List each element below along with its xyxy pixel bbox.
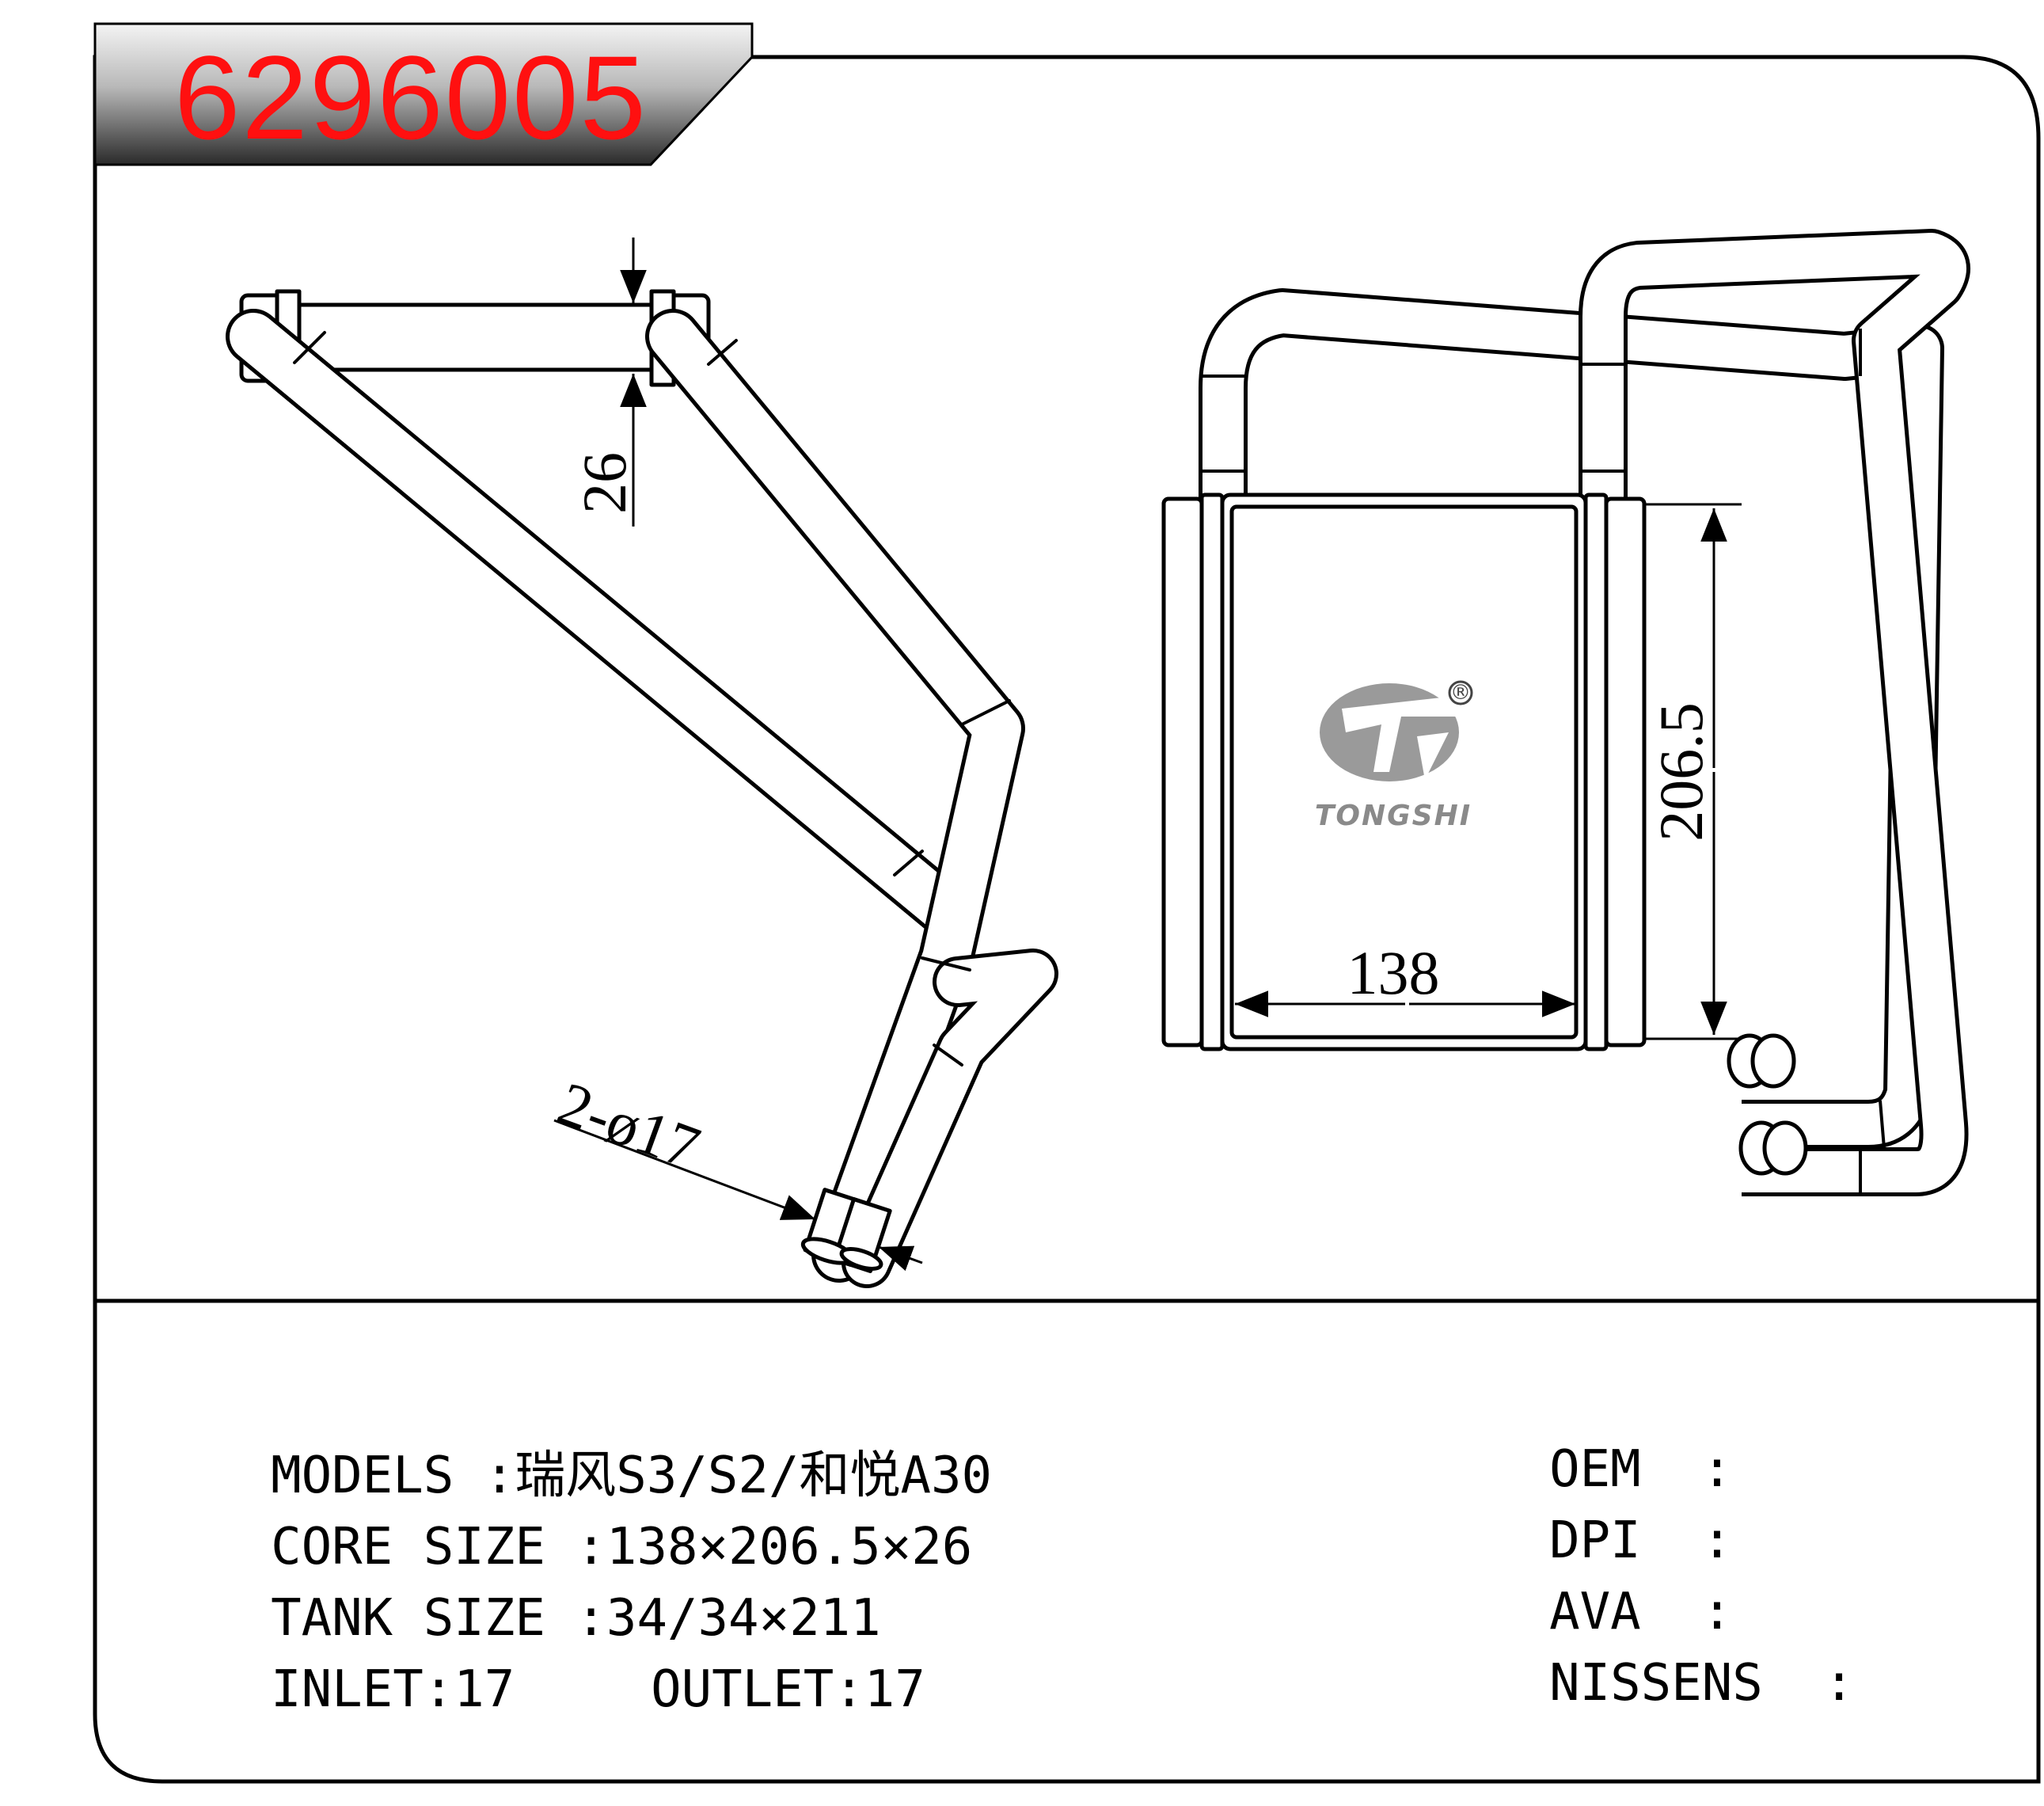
tank-size-label: TANK SIZE: [271, 1589, 545, 1648]
dpi-label: DPI: [1549, 1511, 1641, 1570]
part-number: 6296005: [174, 31, 648, 164]
inlet-line: INLET:17: [210, 1614, 515, 1715]
nissens-line: NISSENS :: [1488, 1607, 1854, 1709]
height-label: 206.5: [1647, 702, 1715, 842]
width-label: 138: [1347, 938, 1440, 1007]
pipe-dimension: [553, 1119, 923, 1272]
height-dimension: [1643, 503, 1742, 1040]
brand-name: TONGSHI: [1315, 800, 1472, 832]
sheet-frame: [93, 55, 2041, 1784]
outlet-value: :17: [834, 1660, 925, 1719]
registered-mark-icon: [1448, 680, 1473, 705]
models-value: :瑞风S3/S2/和悦A30: [484, 1447, 993, 1505]
brand-logo: [1320, 683, 1468, 781]
models-label: MODELS: [271, 1447, 454, 1505]
dpi-value: :: [1701, 1511, 1733, 1570]
side-view: [226, 289, 1058, 1288]
nissens-label: NISSENS: [1549, 1654, 1763, 1713]
pipe-label: 2-ø17: [549, 1068, 709, 1182]
nissens-value: :: [1823, 1654, 1855, 1713]
outlet-label: OUTLET: [651, 1660, 834, 1719]
inlet-value: :17: [423, 1660, 515, 1719]
core-size-line: CORE SIZE :138×206.5×26: [210, 1471, 972, 1572]
front-view: [1161, 229, 1970, 1196]
header-tab: [93, 22, 754, 166]
ava-line: AVA :: [1488, 1536, 1732, 1637]
outlet-line: OUTLET:17: [590, 1614, 925, 1715]
ava-label: AVA: [1549, 1583, 1641, 1641]
core-size-label: CORE SIZE: [271, 1518, 545, 1576]
models-line: MODELS :瑞风S3/S2/和悦A30: [210, 1400, 992, 1501]
oem-value: :: [1701, 1440, 1733, 1499]
tank-size-line: TANK SIZE :34/34×211: [210, 1542, 881, 1644]
oem-line: OEM :: [1488, 1393, 1732, 1495]
depth-label: 26: [570, 452, 639, 514]
ava-value: :: [1701, 1583, 1733, 1641]
oem-label: OEM: [1549, 1440, 1641, 1499]
inlet-label: INLET: [271, 1660, 424, 1719]
registered-mark: ®: [1450, 681, 1471, 705]
dpi-line: DPI :: [1488, 1465, 1732, 1566]
tank-size-value: :34/34×211: [576, 1589, 881, 1648]
core-size-value: :138×206.5×26: [576, 1518, 973, 1576]
